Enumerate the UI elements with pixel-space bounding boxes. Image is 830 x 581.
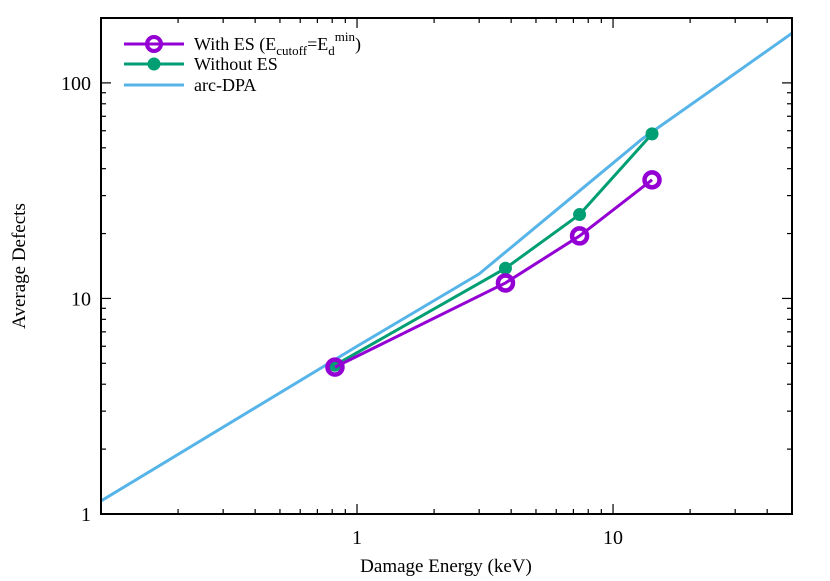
legend-entry-without-es: Without ES [124,54,278,74]
plot-lines [100,31,793,503]
legend-label-with-es: With ES (Ecutoff=Edmin) [194,29,361,58]
legend-marker-without-es [147,57,161,71]
legend-entry-arc-dpa: arc-DPA [124,75,256,95]
data-point-with-es-ecutoff-edmin [495,273,516,293]
y-tick-label: 100 [61,73,91,95]
data-point-without-es [498,261,512,275]
tick-labels: 1 10 1 10 100 [61,73,623,549]
data-point-with-es-ecutoff-edmin [642,170,662,190]
legend-marker-with-es [145,35,163,53]
x-tick-label: 1 [352,527,362,549]
legend-with-es-end: ) [355,34,361,55]
series-line-arc-dpa [100,31,793,503]
x-axis-title: Damage Energy (keV) [360,556,532,577]
data-point-without-es [573,208,587,222]
plot-frame [100,17,793,515]
legend-label-arc-dpa: arc-DPA [194,75,256,95]
legend-with-es-main: With ES (E [194,34,276,55]
legend-entry-with-es: With ES (Ecutoff=Edmin) [124,29,361,58]
x-tick-label: 10 [603,527,623,549]
y-axis-title: Average Defects [9,203,30,329]
legend-with-es-sub1: cutoff [276,43,307,58]
legend-label-without-es: Without ES [194,54,278,74]
data-point-with-es-ecutoff-edmin [325,357,345,377]
legend-with-es-sub2: d [328,43,335,58]
series-line-without-es [334,132,654,367]
data-point-without-es [645,127,659,141]
legend-with-es-sup: min [335,29,356,44]
series-line-with-es-ecutoff-edmin [334,178,653,369]
legend: With ES (Ecutoff=Edmin) Without ES arc-D… [124,29,361,95]
legend-with-es-mid: =E [307,34,328,54]
data-point-with-es-ecutoff-edmin [569,226,590,246]
y-tick-label: 10 [71,288,91,310]
y-tick-label: 1 [81,504,91,526]
